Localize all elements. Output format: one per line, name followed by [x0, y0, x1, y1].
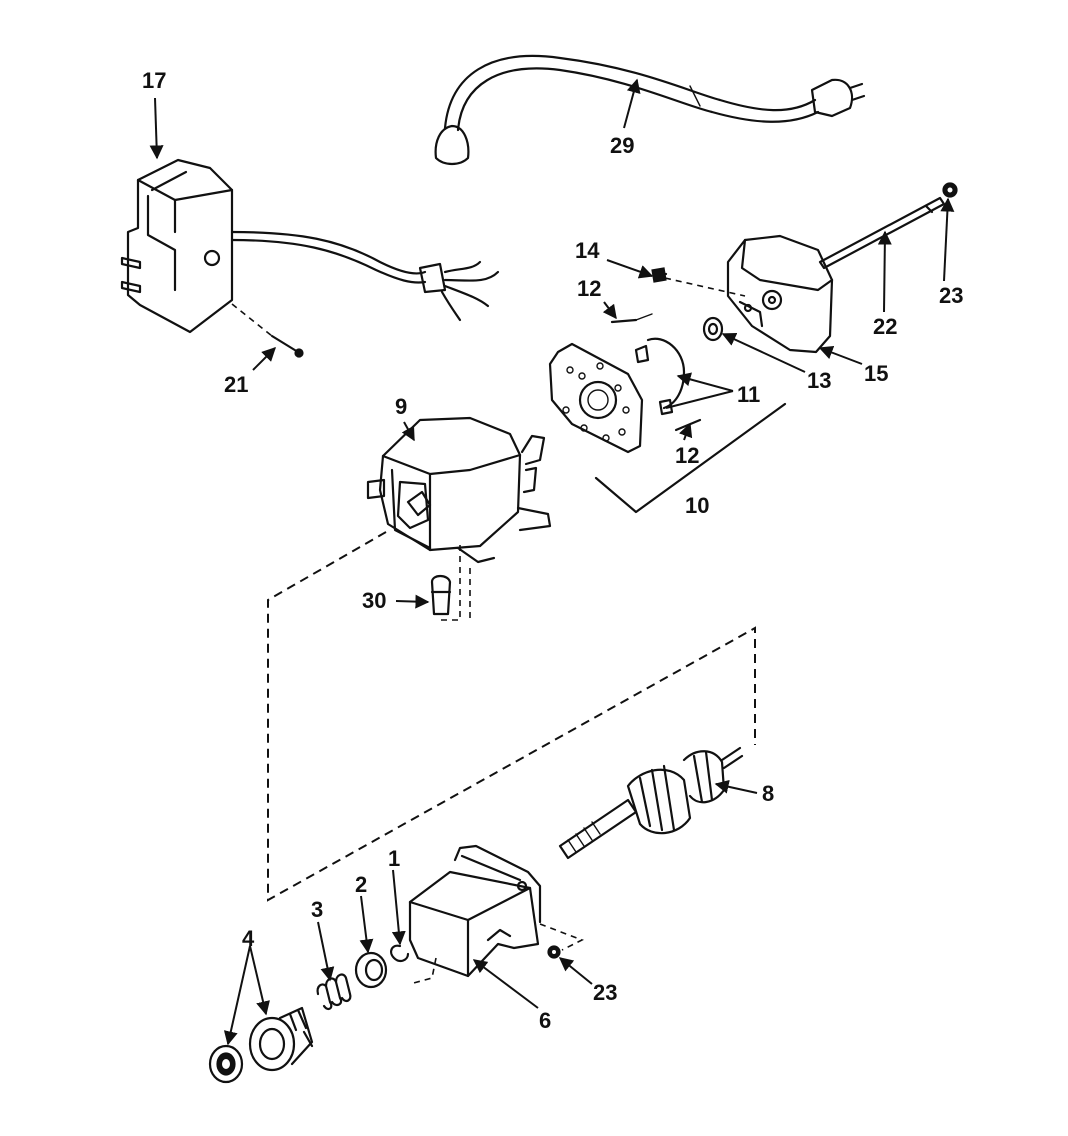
part-label-10: 10 — [685, 493, 709, 518]
screw-14-guide — [664, 277, 746, 297]
part-label-8: 8 — [762, 781, 774, 806]
brush-plate-part — [548, 342, 644, 454]
part-labels: 17 29 14 12 23 22 13 15 11 12 10 21 9 30… — [142, 68, 963, 1033]
nut-23-top-part — [942, 182, 958, 198]
field-frame-part — [366, 416, 552, 564]
power-cord-part — [434, 54, 866, 166]
armature-part — [558, 746, 744, 860]
housing-guide-left — [409, 957, 437, 985]
screw-14-part — [651, 267, 668, 283]
part-label-12-top: 12 — [577, 276, 601, 301]
part-label-29: 29 — [610, 133, 634, 158]
pinion-cup-part — [208, 1044, 244, 1084]
part-label-2: 2 — [355, 872, 367, 897]
part-label-15: 15 — [864, 361, 888, 386]
part-label-21: 21 — [224, 372, 248, 397]
retaining-ring-part — [390, 944, 410, 963]
part-label-23-bottom: 23 — [593, 980, 617, 1005]
part-label-4: 4 — [242, 926, 255, 951]
leader-lines — [149, 78, 955, 1046]
part-label-1: 1 — [388, 846, 400, 871]
part-label-11: 11 — [737, 382, 760, 407]
housing-guide-right — [539, 923, 584, 951]
part-label-23-top: 23 — [939, 283, 963, 308]
part-label-12-bottom: 12 — [675, 443, 699, 468]
assembly-10-bracket — [594, 402, 787, 514]
part-label-6: 6 — [539, 1008, 551, 1033]
part-label-13: 13 — [807, 368, 831, 393]
washer-13-part — [702, 316, 724, 342]
screw-12-top-part — [610, 313, 653, 324]
drive-housing-part — [408, 844, 542, 978]
brush-spring-part — [634, 337, 686, 416]
assembly-guide-line — [267, 531, 756, 902]
part-label-14: 14 — [575, 238, 600, 263]
nut-23-bottom-part — [547, 945, 561, 959]
end-cap-part — [726, 234, 834, 354]
part-label-9: 9 — [395, 394, 407, 419]
through-bolt-part — [818, 196, 946, 270]
part-label-3: 3 — [311, 897, 323, 922]
stop-collar-part — [354, 951, 388, 989]
part-label-17: 17 — [142, 68, 166, 93]
switch-box-part — [120, 158, 500, 334]
drive-pinion-part — [248, 1006, 314, 1072]
part-label-30: 30 — [362, 588, 386, 613]
part-label-22: 22 — [873, 314, 897, 339]
screw-21-part — [231, 303, 304, 358]
clip-30-part — [430, 545, 461, 621]
spring-part — [316, 973, 352, 1011]
